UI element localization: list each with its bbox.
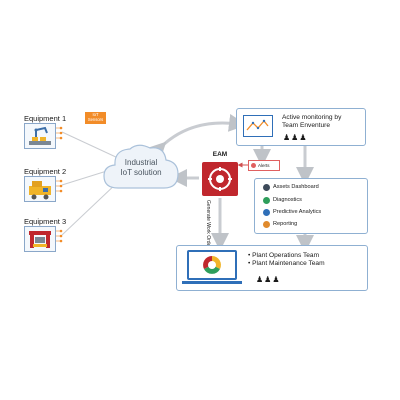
eam-label: EAM: [212, 151, 228, 158]
machine-icon: [29, 181, 51, 200]
cloud-monitoring-arrow: [147, 113, 247, 161]
chat-icon: [263, 197, 270, 204]
service-assets-dashboard: Assets Dashboard: [263, 184, 319, 191]
laptop-icon: [187, 250, 237, 280]
service-reporting: Reporting: [263, 221, 297, 228]
equipment-3-box: [24, 226, 56, 252]
services-panel: [254, 178, 368, 234]
team-label: Plant Maintenance Team: [252, 260, 325, 267]
team-people-icon: ♟♟♟: [283, 133, 308, 142]
service-label: Predictive Analytics: [273, 209, 322, 215]
service-predictive-analytics: Predictive Analytics: [263, 209, 321, 216]
report-icon: [263, 221, 270, 228]
service-label: Assets Dashboard: [273, 184, 319, 190]
alerts-label: Alerts: [258, 163, 270, 168]
cloud-label-line1: Industrial: [124, 158, 158, 167]
eq2-to-cloud-line: [61, 169, 111, 186]
iot-tag-line1: IoT: [92, 112, 99, 117]
team-people-icon: ♟♟♟: [256, 275, 281, 284]
cloud-icon: [103, 144, 179, 189]
laptop-base-icon: [182, 281, 242, 284]
dashboard-icon: [263, 184, 270, 191]
cloud-label: Industrial IoT solution: [106, 158, 176, 178]
team-label: Plant Operations Team: [252, 252, 320, 259]
monitoring-line1: Active monitoring by: [282, 114, 342, 121]
service-label: Diagnostics: [273, 197, 302, 203]
cloud-label-line2: IoT solution: [120, 168, 162, 177]
eq3-to-cloud-line: [61, 181, 119, 236]
monitoring-line2: Team Enventure: [282, 122, 331, 129]
equipment-2-box: [24, 176, 56, 202]
press-icon: [29, 231, 51, 248]
generate-work-orders-label: Generate Work Orders: [205, 200, 211, 251]
analytics-icon: [263, 209, 270, 216]
robot-arm-icon: [29, 126, 51, 145]
monitoring-text: Active monitoring by Team Enventure: [282, 114, 341, 130]
alert-icon: [251, 163, 256, 168]
monitor-chart-icon: [243, 115, 273, 137]
team-item: • Plant Operations Team: [248, 252, 320, 259]
eq1-to-cloud-line: [61, 131, 119, 159]
team-item: • Plant Maintenance Team: [248, 260, 325, 267]
alerts-badge: Alerts: [248, 160, 280, 171]
teams-list: • Plant Operations Team • Plant Maintena…: [248, 252, 325, 268]
equipment-2-label: Equipment 2: [24, 167, 67, 176]
equipment-3-label: Equipment 3: [24, 217, 67, 226]
equipment-1-box: [24, 123, 56, 149]
iot-sensors-tag: IoT Sensors: [85, 112, 106, 124]
service-diagnostics: Diagnostics: [263, 197, 302, 204]
equipment-1-label: Equipment 1: [24, 114, 67, 123]
eam-icon: [202, 162, 238, 196]
service-label: Reporting: [273, 221, 298, 227]
iot-tag-line2: Sensors: [87, 116, 104, 122]
